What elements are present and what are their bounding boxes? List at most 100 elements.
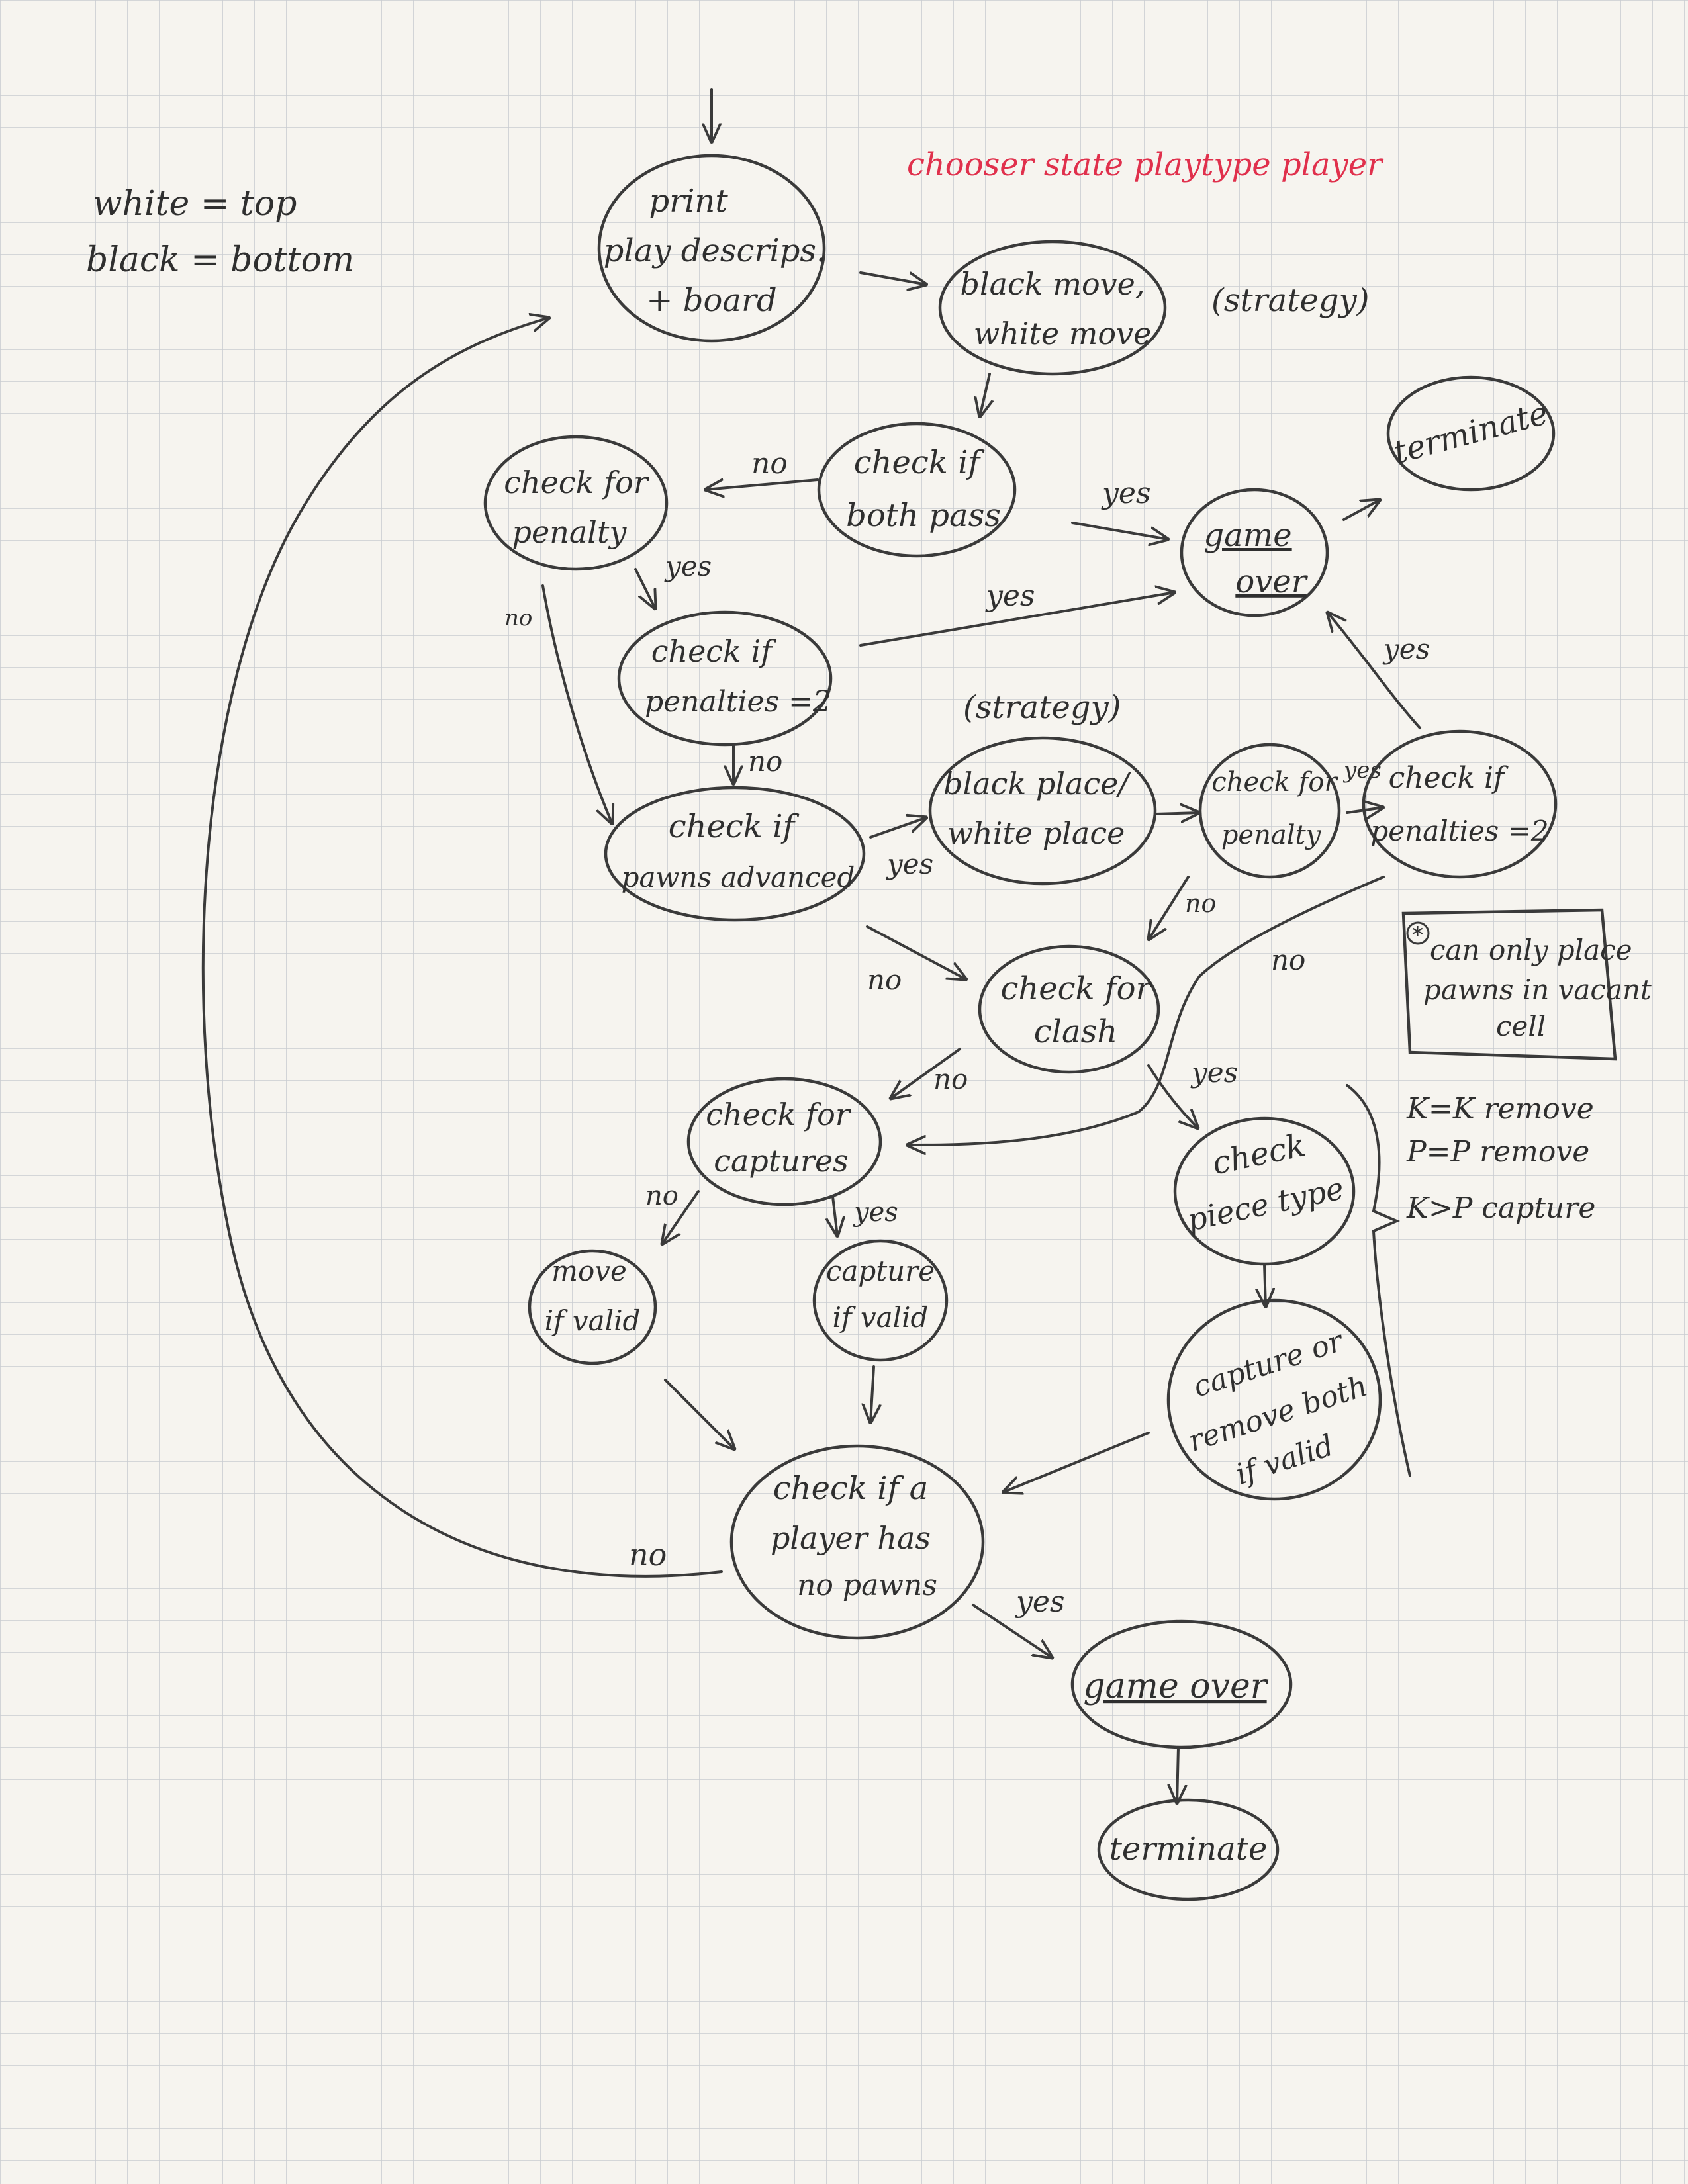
edge-place-to-penalty	[1154, 813, 1201, 814]
label-yes-penalties2b: yes	[1382, 633, 1430, 665]
edge-bothpass-no	[705, 480, 819, 490]
note-star-circle	[1406, 921, 1430, 945]
node-black-white-move: black move, white move	[938, 240, 1167, 376]
rule-kp: K>P capture	[1406, 1191, 1595, 1225]
edge-gameover2-terminate	[1177, 1746, 1178, 1805]
node-nopawns-line3: no pawns	[797, 1569, 937, 1602]
label-yes-captures: yes	[853, 1197, 898, 1228]
edge-print-to-move	[859, 271, 927, 285]
edges	[201, 88, 1421, 1805]
node-print-board: print play descrips. + board	[597, 154, 826, 343]
node-bothpass-line1: check if	[854, 444, 985, 481]
rules-brace	[1346, 1084, 1411, 1477]
edge-penalties2b-yes	[1327, 612, 1421, 729]
node-penalty2-line1: check for	[1211, 767, 1338, 797]
node-move-line1: black move,	[961, 266, 1145, 302]
note-star: *	[1412, 922, 1423, 948]
node-capture-valid-line2: if valid	[833, 1301, 929, 1334]
node-gameover2-label: game over	[1083, 1666, 1268, 1706]
node-captures-line2: captures	[714, 1143, 849, 1179]
node-print-line3: + board	[646, 282, 776, 319]
edge-penalty-no	[541, 584, 612, 824]
note-box	[1401, 908, 1617, 1061]
label-yes-clash: yes	[1190, 1056, 1238, 1089]
label-no-pawns: no	[867, 964, 902, 996]
node-capture-if-valid: capture if valid	[812, 1239, 949, 1362]
node-captures-line1: check for	[706, 1097, 852, 1132]
edge-nopawns-no-loop	[201, 318, 723, 1578]
edge-gameover-terminate	[1342, 500, 1380, 521]
label-no-penalties: no	[748, 745, 782, 778]
label-strategy-move: (strategy)	[1211, 282, 1369, 319]
edge-move-to-bothpass	[980, 373, 990, 417]
node-place-line1: black place/	[943, 766, 1131, 801]
label-no-penalty: no	[504, 605, 532, 631]
node-check-penalties-2-left: check if penalties =2	[617, 610, 833, 747]
node-black-white-place: black place/ white place	[928, 736, 1157, 886]
label-yes-pawns: yes	[886, 848, 933, 880]
node-gameover1-line1: game	[1203, 517, 1291, 554]
node-terminate-bottom: terminate	[1097, 1798, 1280, 1901]
node-capture-valid-line1: capture	[826, 1255, 935, 1287]
rule-pp: P=P remove	[1406, 1135, 1589, 1169]
node-check-clash: check for clash	[978, 944, 1160, 1074]
node-penalty-line2: penalty	[512, 514, 628, 550]
node-check-no-pawns: check if a player has no pawns	[729, 1444, 985, 1640]
label-strategy-place: (strategy)	[963, 689, 1121, 726]
orientation-legend: white = top black = bottom	[86, 184, 354, 280]
label-no-bothpass: no	[751, 447, 788, 480]
label-yes-bothpass: yes	[1101, 477, 1150, 510]
node-terminate2-label: terminate	[1109, 1831, 1268, 1868]
label-no-penalties2b: no	[1271, 944, 1305, 976]
node-penalty-line1: check for	[504, 465, 650, 500]
node-penalties2a-line2: penalties =2	[645, 685, 831, 719]
note-line3: cell	[1496, 1010, 1546, 1042]
node-penalty2-line2: penalty	[1221, 820, 1322, 850]
legend-black-bottom: black = bottom	[86, 240, 354, 280]
edge-penalty2-no	[1149, 876, 1190, 940]
vacant-cell-note: * can only place pawns in vacant cell	[1401, 908, 1652, 1061]
node-check-both-pass: check if both pass	[817, 422, 1017, 558]
edge-clash-no	[890, 1048, 961, 1099]
edge-penalties2b-no	[906, 876, 1385, 1145]
label-no-clash: no	[933, 1063, 968, 1095]
edge-pawns-yes	[869, 817, 927, 839]
node-pawns-line1: check if	[669, 808, 800, 845]
edge-labels: no yes yes no yes no yes no yes no yes n…	[504, 282, 1430, 1619]
node-print-line1: print	[649, 183, 728, 220]
node-penalties2b-line1: check if	[1389, 761, 1509, 795]
edge-bothpass-yes	[1071, 522, 1168, 539]
edge-captures-yes	[833, 1195, 837, 1236]
label-yes-nopawns: yes	[1015, 1585, 1064, 1619]
node-move-if-valid: move if valid	[528, 1249, 657, 1365]
node-move-valid-line1: move	[551, 1255, 627, 1287]
node-penalties2a-line1: check if	[651, 633, 777, 669]
edge-captures-no	[662, 1190, 700, 1244]
node-clash-line1: check for	[1000, 970, 1152, 1007]
rule-kk: K=K remove	[1406, 1092, 1594, 1126]
note-line2: pawns in vacant	[1423, 974, 1652, 1006]
edge-pawns-no	[866, 925, 966, 979]
node-check-penalty-right: check for penalty	[1198, 743, 1341, 879]
node-game-over-bottom: game over	[1070, 1619, 1293, 1749]
edge-captureremove-to-nopawns	[1003, 1432, 1150, 1492]
edge-nopawns-yes	[972, 1604, 1053, 1658]
node-nopawns-line2: player has	[771, 1520, 931, 1556]
node-clash-line2: clash	[1034, 1013, 1117, 1050]
edge-penalties-yes	[859, 592, 1175, 647]
label-no-nopawns: no	[629, 1537, 667, 1572]
node-check-captures: check for captures	[686, 1077, 882, 1206]
node-move-valid-line2: if valid	[545, 1304, 641, 1337]
label-yes-penalty: yes	[664, 550, 712, 582]
label-no-penalty2: no	[1185, 889, 1216, 918]
piece-rules: K=K remove P=P remove K>P capture	[1346, 1084, 1595, 1477]
node-pawns-line2: pawns advanced	[622, 861, 855, 893]
node-penalties2b-line2: penalties =2	[1370, 815, 1548, 847]
node-check-penalties-2-right: check if penalties =2	[1362, 729, 1558, 879]
note-line1: can only place	[1430, 934, 1632, 966]
node-check-penalty: check for penalty	[483, 435, 669, 571]
node-check-pawns-advanced: check if pawns advanced	[604, 786, 866, 922]
node-move-line2: white move	[974, 316, 1152, 351]
edge-penalty-yes	[634, 568, 655, 609]
